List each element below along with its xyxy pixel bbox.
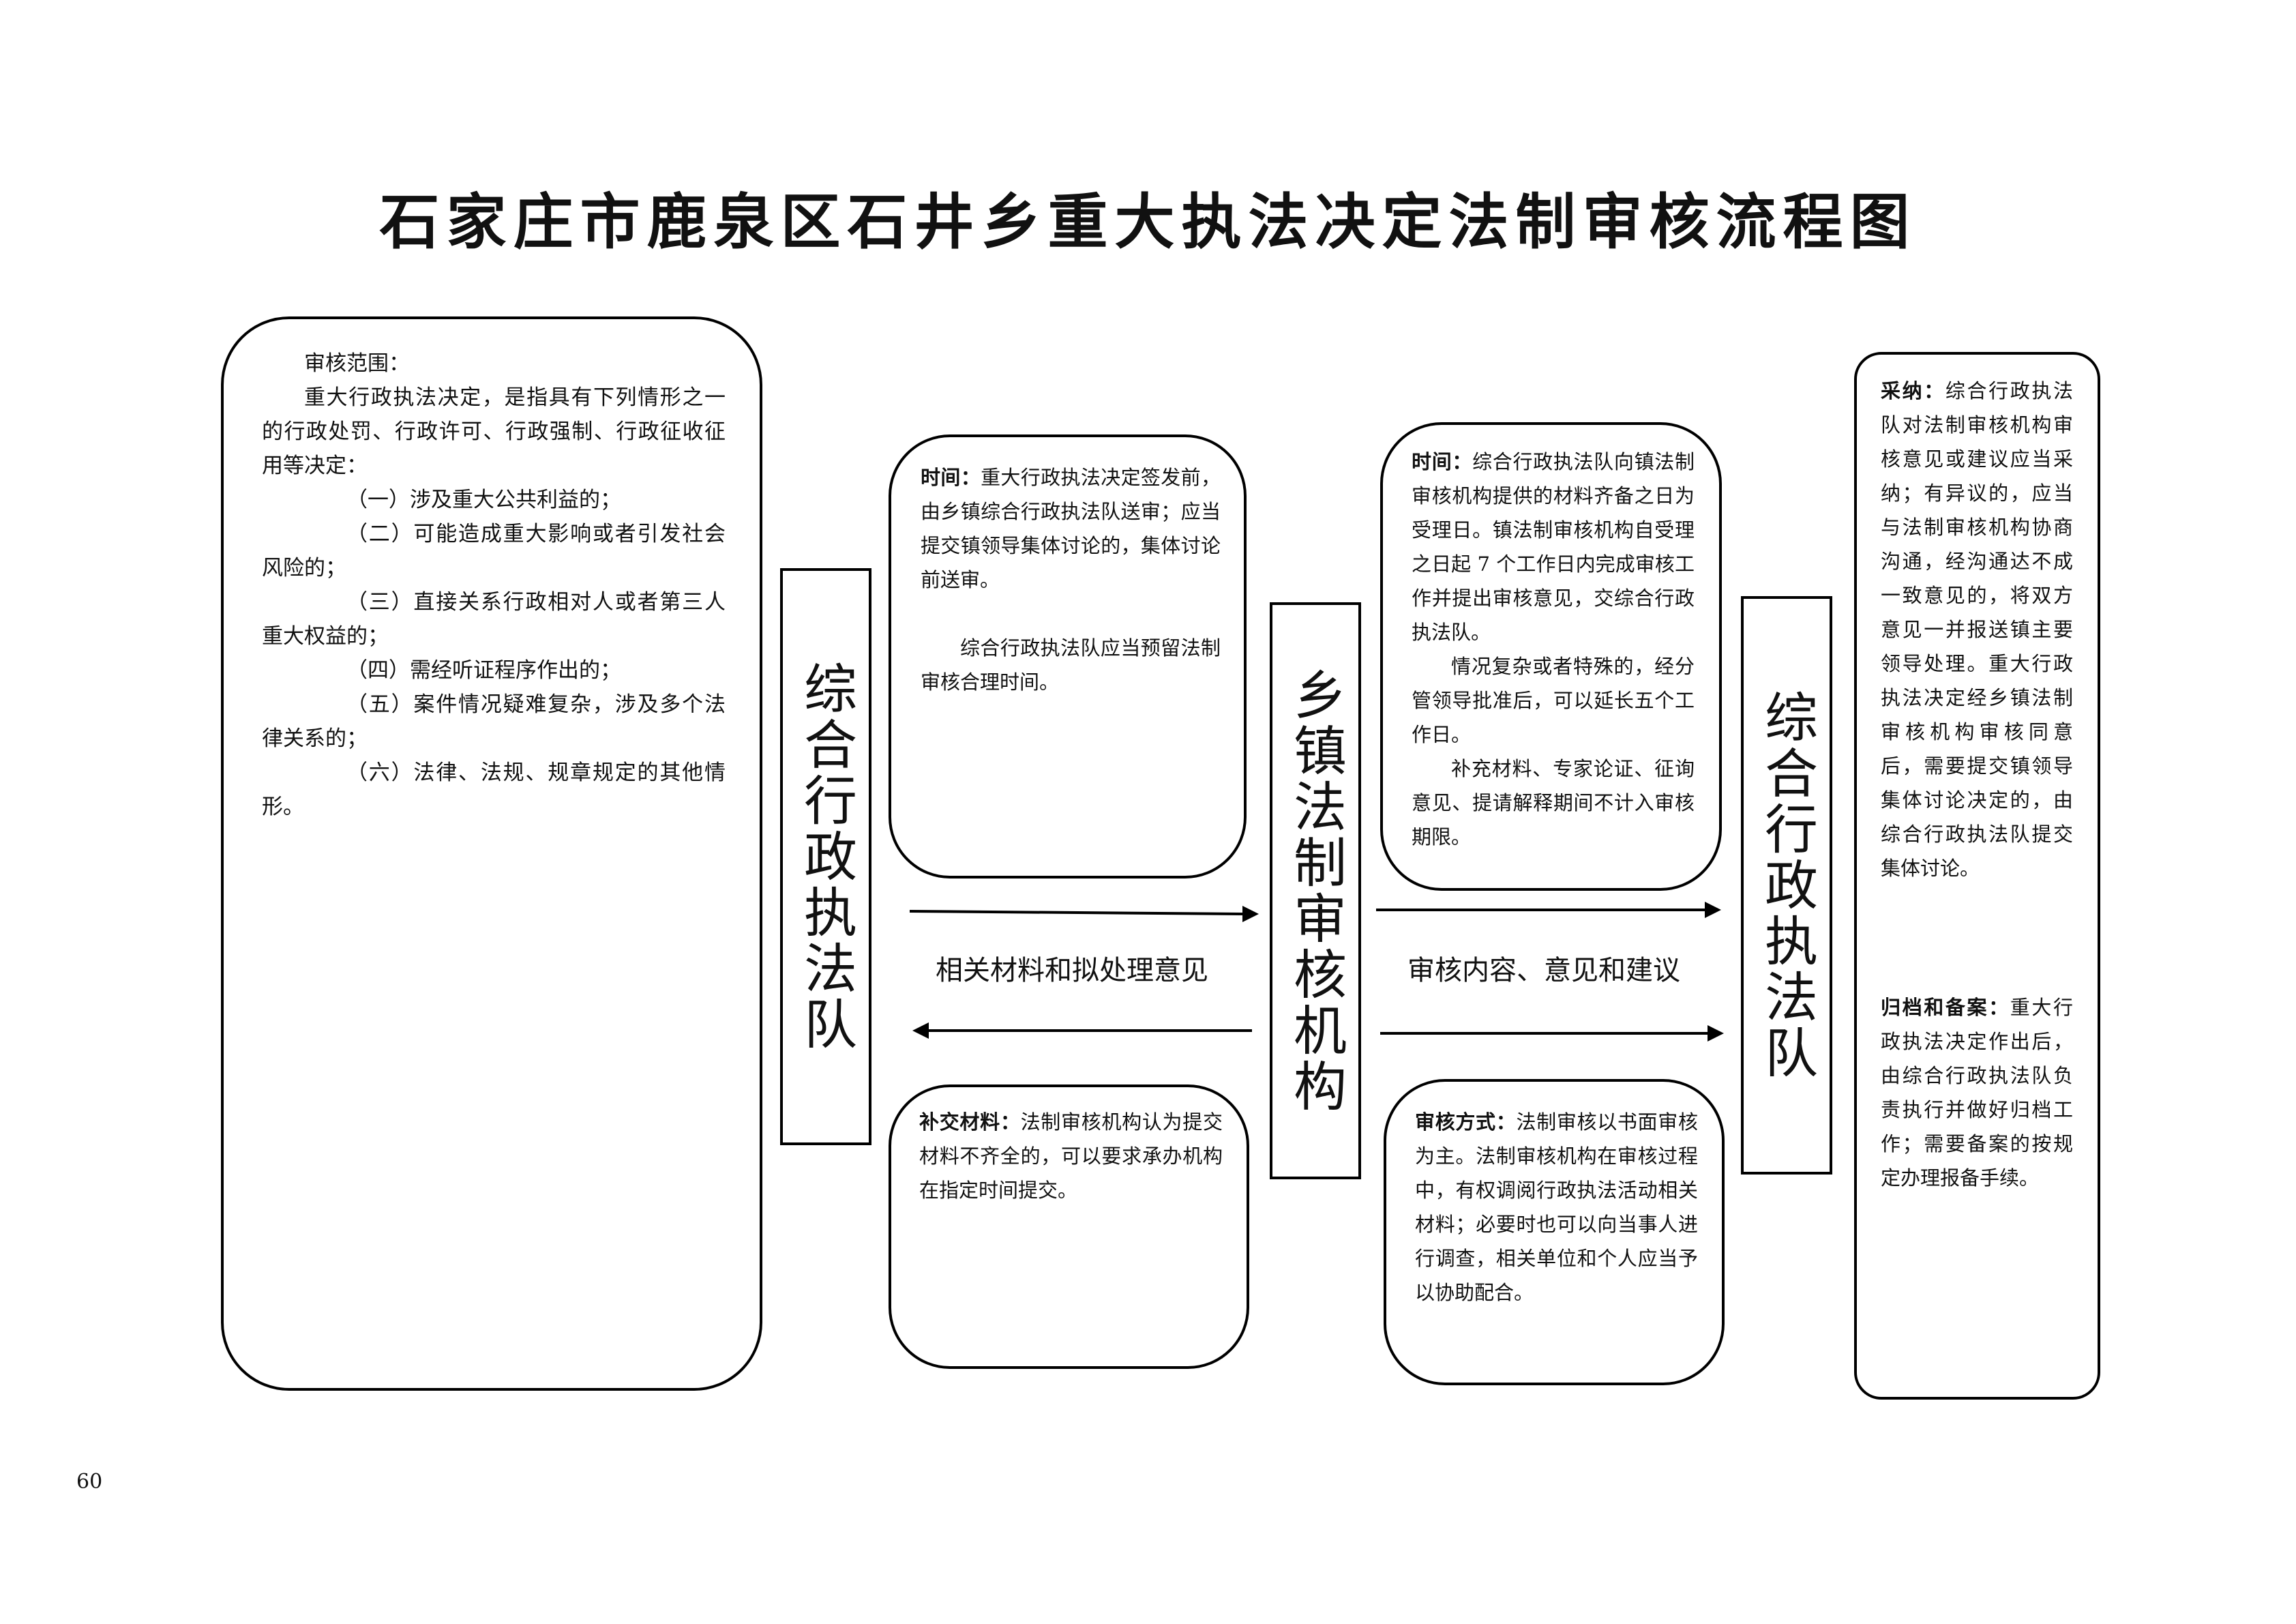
review-method-text: 审核方式：法制审核以书面审核为主。法制审核机构在审核过程中，有权调阅行政执法活动…: [1415, 1105, 1698, 1310]
node-enforcement-team-right: 综合行政执法队: [1741, 596, 1832, 1175]
archive-text: 归档和备案：重大行政执法决定作出后，由综合行政执法队负责执行并做好归档工作；需要…: [1881, 990, 2073, 1195]
scope-item: （一）涉及重大公共利益的；: [346, 488, 621, 512]
page-title: 石家庄市鹿泉区石井乡重大执法决定法制审核流程图: [379, 187, 1917, 257]
supplement-content: 法制审核机构认为提交材料不齐全的，可以要求承办机构在指定时间提交。: [919, 1110, 1223, 1202]
scope-item: （四）需经听证程序作出的；: [346, 658, 621, 683]
review-method-content: 法制审核以书面审核为主。法制审核机构在审核过程中，有权调阅行政执法活动相关材料；…: [1415, 1110, 1698, 1304]
submit-time-text: 时间：重大行政执法决定签发前，由乡镇综合行政执法队送审；应当提交镇领导集体讨论的…: [921, 460, 1221, 699]
review-extension: 情况复杂或者特殊的，经分管领导批准后，可以延长五个工作日。: [1412, 655, 1695, 746]
scope-item: （三）直接关系行政相对人或者第三人重大权益的；: [262, 590, 726, 649]
node-label: 综合行政执法队: [795, 661, 856, 1052]
scope-heading: 审核范围：: [304, 351, 410, 376]
node-legal-review-agency: 乡镇法制审核机构: [1270, 602, 1361, 1179]
scope-item: （二）可能造成重大影响或者引发社会风险的；: [262, 522, 726, 580]
supplement-box: [889, 1084, 1249, 1369]
node-enforcement-team-left: 综合行政执法队: [780, 568, 871, 1145]
arrow-right-3: [1380, 1025, 1724, 1042]
submit-time-content: 重大行政执法决定签发前，由乡镇综合行政执法队送审；应当提交镇领导集体讨论的，集体…: [921, 466, 1221, 591]
node-label: 综合行政执法队: [1756, 690, 1817, 1081]
submit-time-label: 时间：: [921, 466, 981, 489]
archive-label: 归档和备案：: [1881, 996, 2010, 1019]
arrow-left-1: [912, 1022, 1252, 1039]
submit-time-box: [889, 434, 1247, 879]
review-time-text: 时间：综合行政执法队向镇法制审核机构提供的材料齐备之日为受理日。镇法制审核机构自…: [1412, 445, 1695, 854]
adopt-archive-box: [1854, 352, 2100, 1400]
scope-item: （五）案件情况疑难复杂，涉及多个法律关系的；: [262, 692, 726, 751]
adopt-label: 采纳：: [1881, 379, 1945, 402]
archive-content: 重大行政执法决定作出后，由综合行政执法队负责执行并做好归档工作；需要备案的按规定…: [1881, 996, 2073, 1190]
review-time-label: 时间：: [1412, 450, 1473, 473]
review-time-content: 综合行政执法队向镇法制审核机构提供的材料齐备之日为受理日。镇法制审核机构自受理之…: [1412, 450, 1695, 644]
arrow-right-2: [1376, 902, 1721, 918]
review-method-box: [1384, 1079, 1725, 1385]
scope-box: [221, 316, 762, 1391]
arrow-label-materials: 相关材料和拟处理意见: [936, 955, 1208, 986]
review-time-box: [1380, 422, 1722, 891]
scope-item: （六）法律、法规、规章规定的其他情形。: [262, 761, 726, 819]
supplement-label: 补交材料：: [919, 1110, 1021, 1134]
adopt-text: 采纳：综合行政执法队对法制审核机构审核意见或建议应当采纳；有异议的，应当与法制审…: [1881, 374, 2073, 885]
node-label: 乡镇法制审核机构: [1285, 667, 1346, 1114]
page-number: 60: [76, 1470, 103, 1494]
supplement-text: 补交材料：法制审核机构认为提交材料不齐全的，可以要求承办机构在指定时间提交。: [919, 1105, 1223, 1207]
scope-intro: 重大行政执法决定，是指具有下列情形之一的行政处罚、行政许可、行政强制、行政征收征…: [262, 385, 726, 478]
scope-text: 审核范围： 重大行政执法决定，是指具有下列情形之一的行政处罚、行政许可、行政强制…: [262, 346, 726, 824]
adopt-content: 综合行政执法队对法制审核机构审核意见或建议应当采纳；有异议的，应当与法制审核机构…: [1881, 379, 2073, 880]
review-exclusion: 补充材料、专家论证、征询意见、提请解释期间不计入审核期限。: [1412, 757, 1695, 848]
review-method-label: 审核方式：: [1415, 1110, 1517, 1134]
arrow-label-review-content: 审核内容、意见和建议: [1407, 955, 1680, 986]
arrow-right-1: [909, 906, 1259, 922]
submit-time-note: 综合行政执法队应当预留法制审核合理时间。: [921, 636, 1221, 694]
